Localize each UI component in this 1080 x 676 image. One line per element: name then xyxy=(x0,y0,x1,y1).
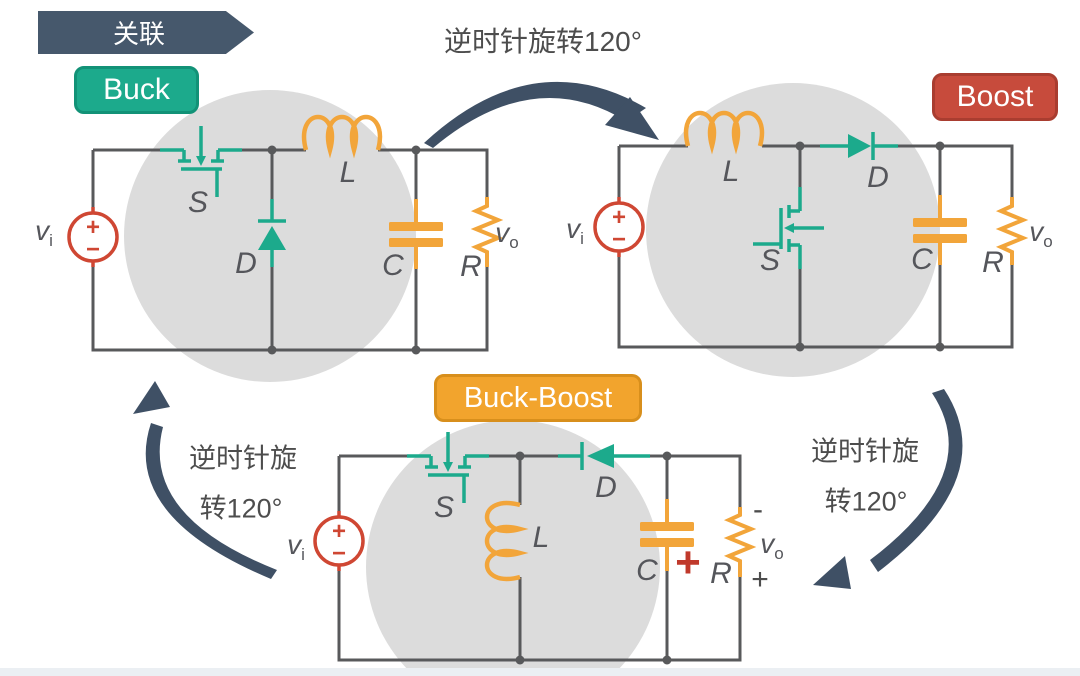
buckboost-circuit: + − xyxy=(313,432,757,665)
buckboost-vout-label: vo xyxy=(760,528,784,563)
rotate-arrow-left-icon xyxy=(133,381,277,579)
buckboost-inductor-label: L xyxy=(532,521,550,554)
buckboost-resistor-label: R xyxy=(710,557,732,590)
buck-junction-dots xyxy=(267,145,421,355)
buck-capacitor-icon xyxy=(389,199,443,269)
relation-banner: 关联 xyxy=(38,11,254,54)
buck-badge: Buck xyxy=(74,66,199,114)
buckboost-highlight-circle xyxy=(366,420,660,676)
boost-resistor-label: R xyxy=(982,246,1004,279)
boost-capacitor-label: C xyxy=(911,243,933,276)
boost-diode-label: D xyxy=(867,161,889,194)
rotate-caption-right-line2: 转120° xyxy=(824,486,908,517)
buck-resistor-label: R xyxy=(460,250,482,283)
buckboost-vin-label: vi xyxy=(287,529,305,564)
bottom-strip xyxy=(0,668,1080,676)
boost-capacitor-icon xyxy=(913,195,967,265)
buck-capacitor-label: C xyxy=(382,249,404,282)
boost-mosfet-icon xyxy=(753,187,824,269)
boost-diode-icon xyxy=(820,132,898,160)
buck-inductor-label: L xyxy=(339,156,357,189)
buck-source-minus: − xyxy=(86,236,100,263)
boost-inductor-label: L xyxy=(722,155,740,188)
rotate-arrow-right-icon xyxy=(813,389,963,589)
boost-vin-label: vi xyxy=(566,213,584,248)
boost-circuit: + − xyxy=(593,110,1029,352)
buck-badge-label: Buck xyxy=(103,73,170,106)
boost-switch-label: S xyxy=(759,244,781,277)
rotate-caption-top: 逆时针旋转120° xyxy=(444,26,642,57)
boost-source-minus: − xyxy=(612,226,626,253)
buck-voltage-source: + − xyxy=(67,207,119,267)
buck-mosfet-icon xyxy=(160,126,242,197)
boost-badge-label: Boost xyxy=(956,80,1034,113)
buck-switch-label: S xyxy=(187,186,209,219)
relation-banner-label: 关联 xyxy=(112,19,165,49)
boost-resistor-icon xyxy=(995,197,1029,265)
buckboost-junction-dots xyxy=(515,451,672,665)
buckboost-badge: Buck-Boost xyxy=(434,374,642,422)
buckboost-source-minus: − xyxy=(332,540,346,567)
buck-inductor-icon xyxy=(301,114,383,159)
boost-inductor-icon xyxy=(683,110,765,155)
buck-circuit: + − xyxy=(67,114,504,355)
buckboost-badge-label: Buck-Boost xyxy=(463,381,613,414)
boost-source-plus: + xyxy=(612,204,626,231)
rotation-arrows xyxy=(133,81,963,589)
rotate-arrow-top-icon xyxy=(424,81,659,148)
boost-vout-label: vo xyxy=(1029,216,1053,251)
buck-diode-icon xyxy=(258,199,286,267)
buckboost-vout-minus-mark: - xyxy=(753,493,763,526)
buckboost-diode-icon xyxy=(558,442,650,470)
buckboost-capacitor-icon xyxy=(640,499,694,571)
boost-wires xyxy=(617,144,1014,349)
buckboost-capacitor-label: C xyxy=(636,554,658,587)
buckboost-source-plus: + xyxy=(332,518,346,545)
buck-diode-label: D xyxy=(235,247,257,280)
buckboost-vout-plus-mark: + xyxy=(751,563,769,596)
rotate-caption-left-line2: 转120° xyxy=(199,493,283,524)
boost-badge: Boost xyxy=(932,73,1058,121)
rotate-caption-left-line1: 逆时针旋 xyxy=(189,443,297,474)
boost-junction-dots xyxy=(795,141,945,352)
buckboost-capacitor-polarity-mark: + xyxy=(675,538,701,587)
buck-vin-label: vi xyxy=(35,215,53,250)
buckboost-resistor-icon xyxy=(723,507,757,577)
buck-vout-label: vo xyxy=(495,217,519,252)
buck-source-plus: + xyxy=(86,214,100,241)
buckboost-mosfet-icon xyxy=(407,432,489,503)
buckboost-switch-label: S xyxy=(433,491,455,524)
buckboost-diode-label: D xyxy=(595,471,617,504)
boost-voltage-source: + − xyxy=(593,197,645,257)
buckboost-voltage-source: + − xyxy=(313,511,365,571)
rotate-caption-right-line1: 逆时针旋 xyxy=(811,436,919,467)
buckboost-inductor-icon xyxy=(484,500,529,582)
buck-resistor-icon xyxy=(470,197,504,267)
